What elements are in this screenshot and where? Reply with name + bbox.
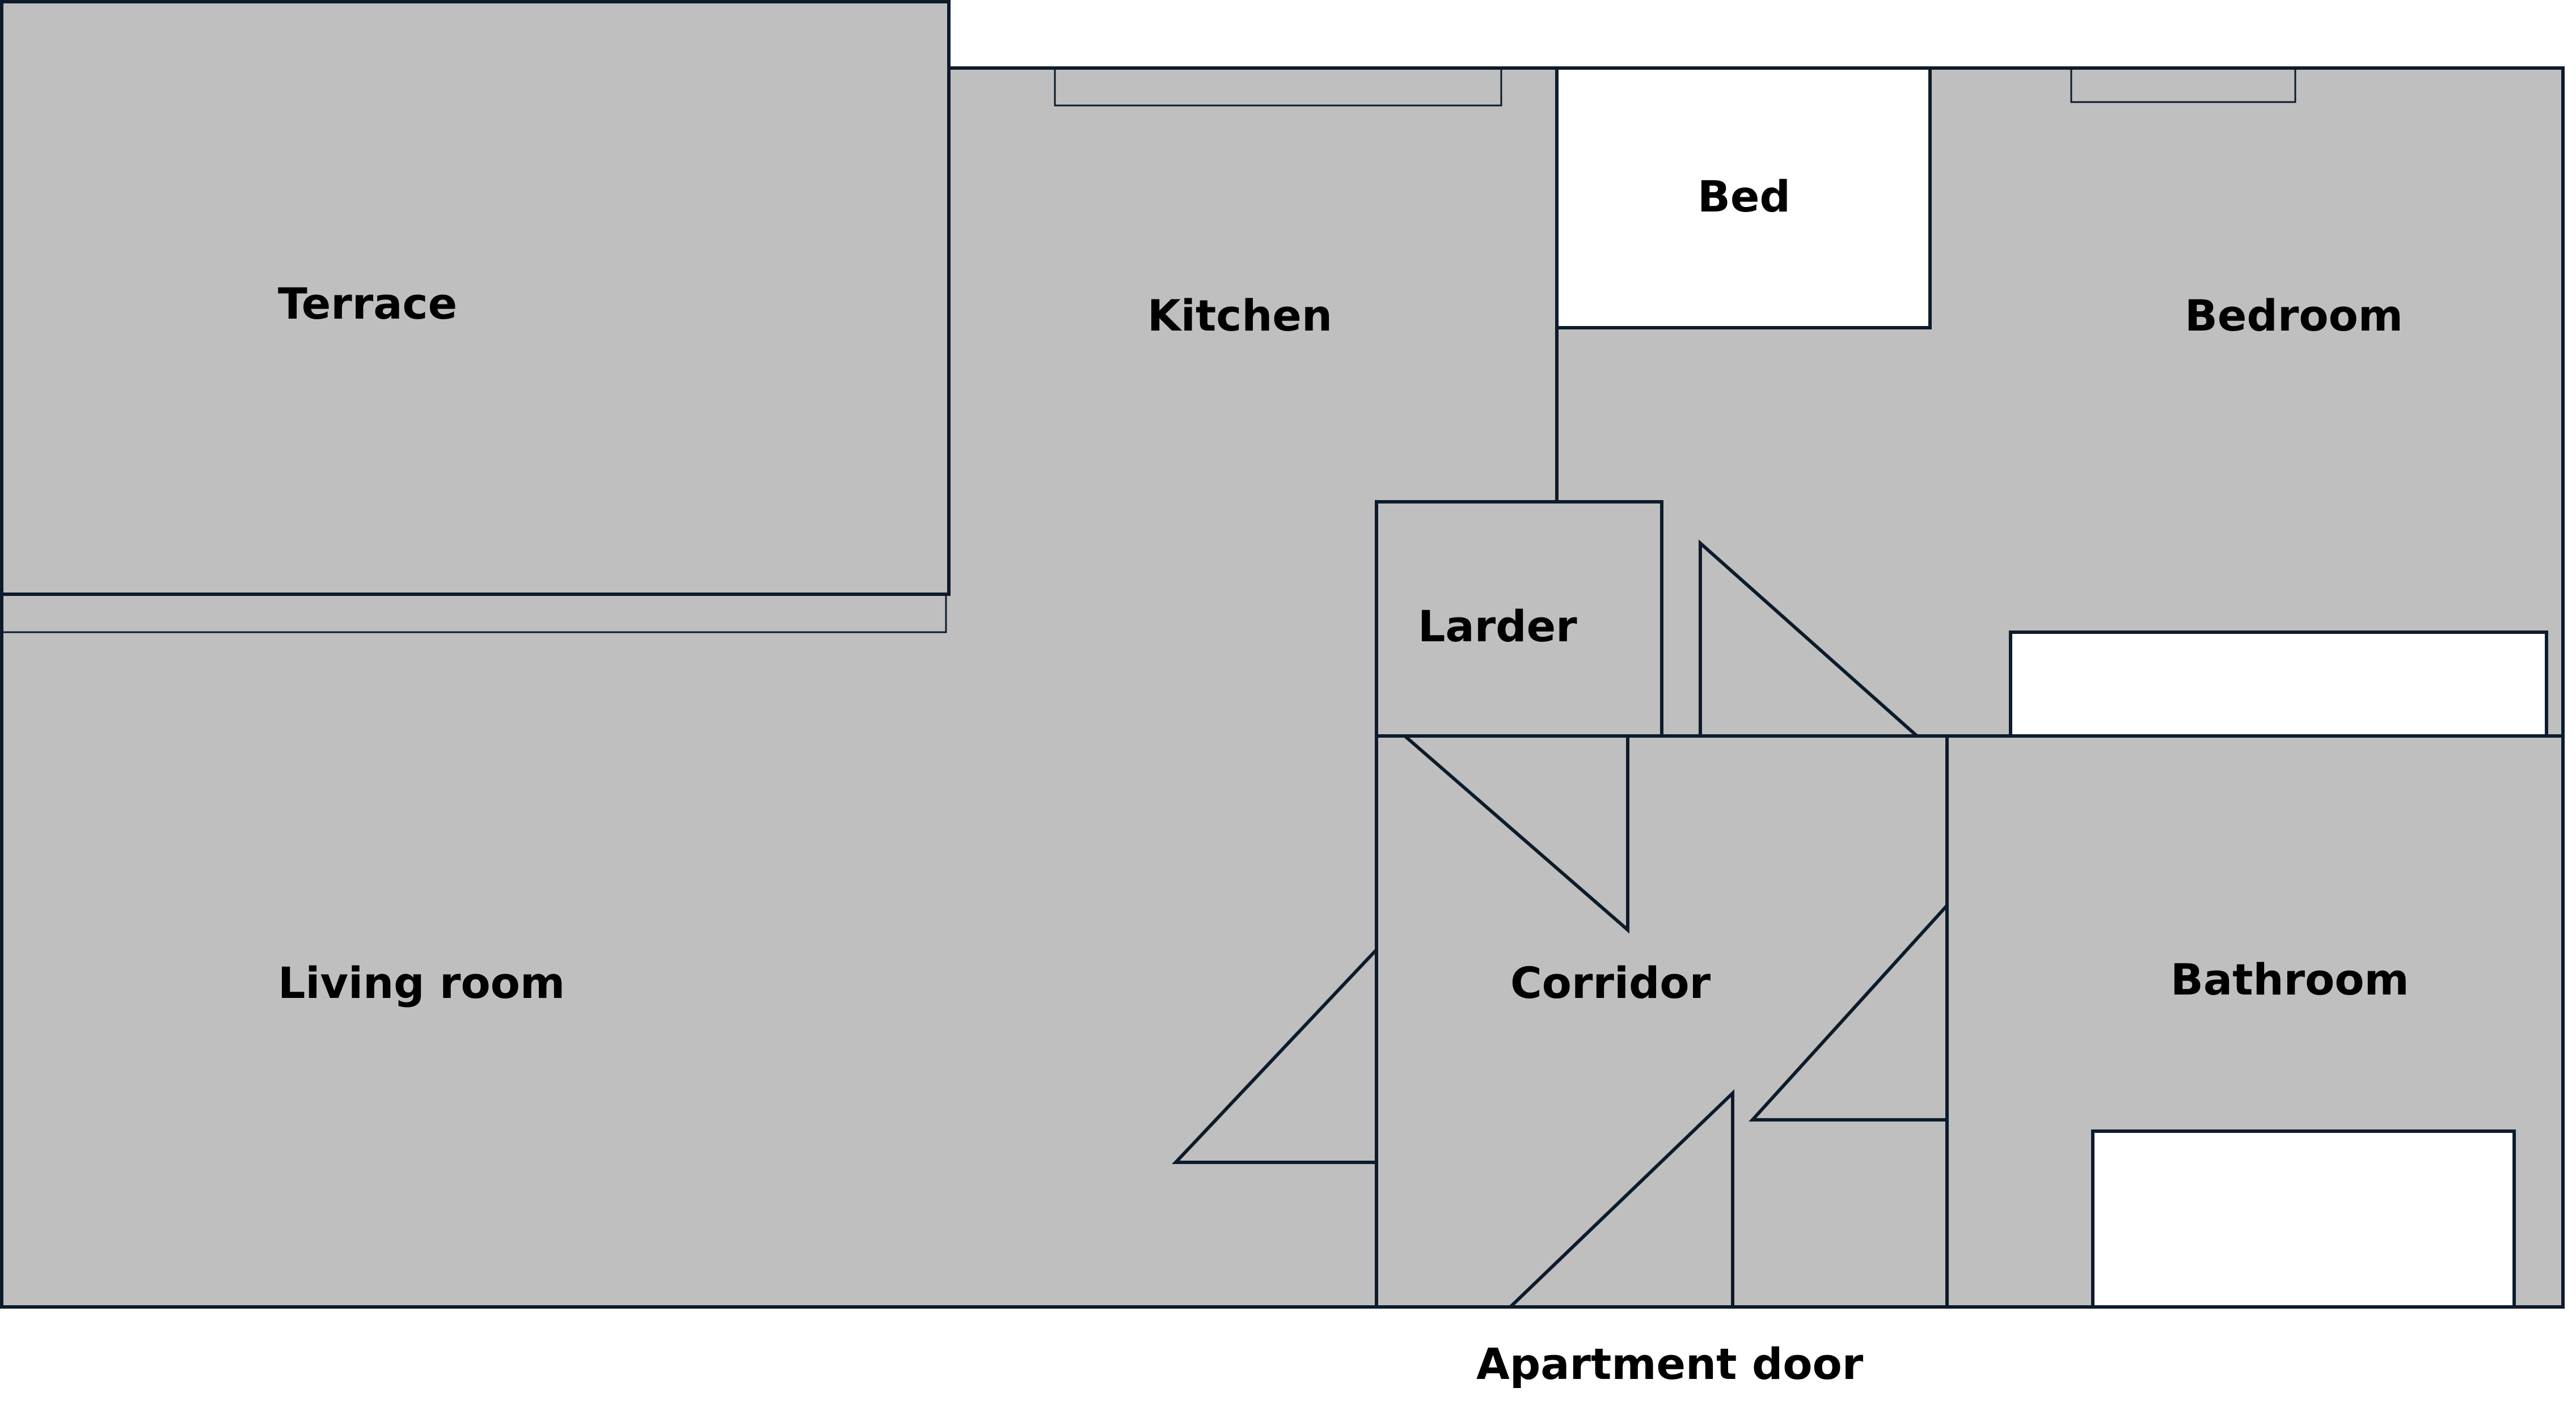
kitchen-window (1054, 67, 1502, 107)
bed (1555, 66, 1932, 329)
bedroom-wardrobe (2009, 631, 2548, 738)
bathroom-label: Bathroom (2170, 954, 2409, 1005)
bathroom-door-swing (1749, 901, 1949, 1122)
terrace-label: Terrace (278, 278, 457, 329)
apartment-door-label: Apartment door (1476, 1339, 1864, 1389)
bed-label: Bed (1697, 171, 1790, 222)
larder-label: Larder (1418, 601, 1577, 651)
apartment-door-swing (1506, 1089, 1734, 1309)
living-room-door-swing (1172, 945, 1378, 1164)
bathtub (2091, 1129, 2516, 1309)
bedroom-label: Bedroom (2185, 290, 2403, 341)
larder-area (1375, 500, 1663, 738)
corridor-label: Corridor (1510, 958, 1711, 1008)
bedroom-window (2070, 67, 2296, 103)
corridor-area (1375, 734, 1949, 1309)
larder-door-swing (1400, 734, 1629, 934)
living-room-label: Living room (278, 958, 565, 1008)
kitchen-label: Kitchen (1147, 290, 1332, 341)
terrace-threshold (1, 593, 947, 633)
terrace-area (0, 0, 951, 596)
bedroom-door-swing (1699, 539, 1922, 738)
